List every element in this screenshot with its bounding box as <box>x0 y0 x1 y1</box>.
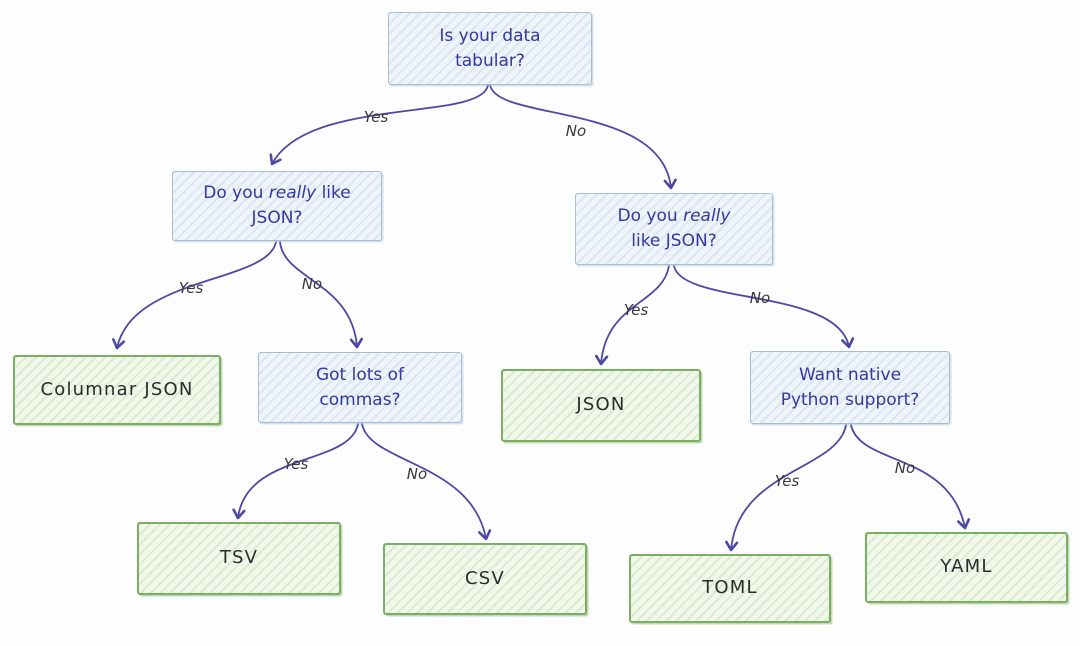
node-result-columnar-json: Columnar JSON <box>13 355 221 425</box>
node-label: CSV <box>465 567 505 589</box>
edge-q-left-no-arrow <box>279 241 364 349</box>
node-label: Do you really like JSON? <box>203 183 351 228</box>
node-result-toml: TOML <box>629 554 831 623</box>
node-label: Columnar JSON <box>40 378 194 400</box>
node-result-yaml: YAML <box>865 532 1068 603</box>
node-label: JSON <box>576 394 626 416</box>
node-result-json: JSON <box>501 369 701 442</box>
node-result-csv: CSV <box>383 543 587 615</box>
node-want-native-python-support: Want native Python support? <box>750 351 950 424</box>
node-do-you-really-like-json-right: Do you really like JSON? <box>575 193 773 265</box>
node-label: Is your data tabular? <box>439 25 541 71</box>
node-result-tsv: TSV <box>137 522 341 595</box>
node-label: Want native Python support? <box>780 364 920 410</box>
edge-label-q-left-no: No <box>301 275 323 293</box>
edge-label-commas-yes: Yes <box>283 455 309 473</box>
edge-label-root-yes: Yes <box>363 108 389 126</box>
edge-label-q-left-yes: Yes <box>178 279 204 297</box>
edge-label-q-right-no: No <box>749 289 771 307</box>
edge-label-python-yes: Yes <box>774 472 800 490</box>
node-got-lots-of-commas: Got lots of commas? <box>258 352 462 423</box>
edge-label-q-right-yes: Yes <box>623 301 649 319</box>
edge-label-root-no: No <box>565 122 587 140</box>
node-is-your-data-tabular: Is your data tabular? <box>388 12 592 85</box>
node-label: TSV <box>219 547 259 569</box>
node-label: TOML <box>702 577 758 599</box>
node-label: Do you really like JSON? <box>617 206 731 251</box>
node-label: YAML <box>940 556 993 578</box>
node-label: Got lots of commas? <box>315 364 405 410</box>
edge-label-commas-no: No <box>406 465 428 483</box>
node-do-you-really-like-json-left: Do you really like JSON? <box>172 171 382 241</box>
edge-label-python-no: No <box>894 459 916 477</box>
